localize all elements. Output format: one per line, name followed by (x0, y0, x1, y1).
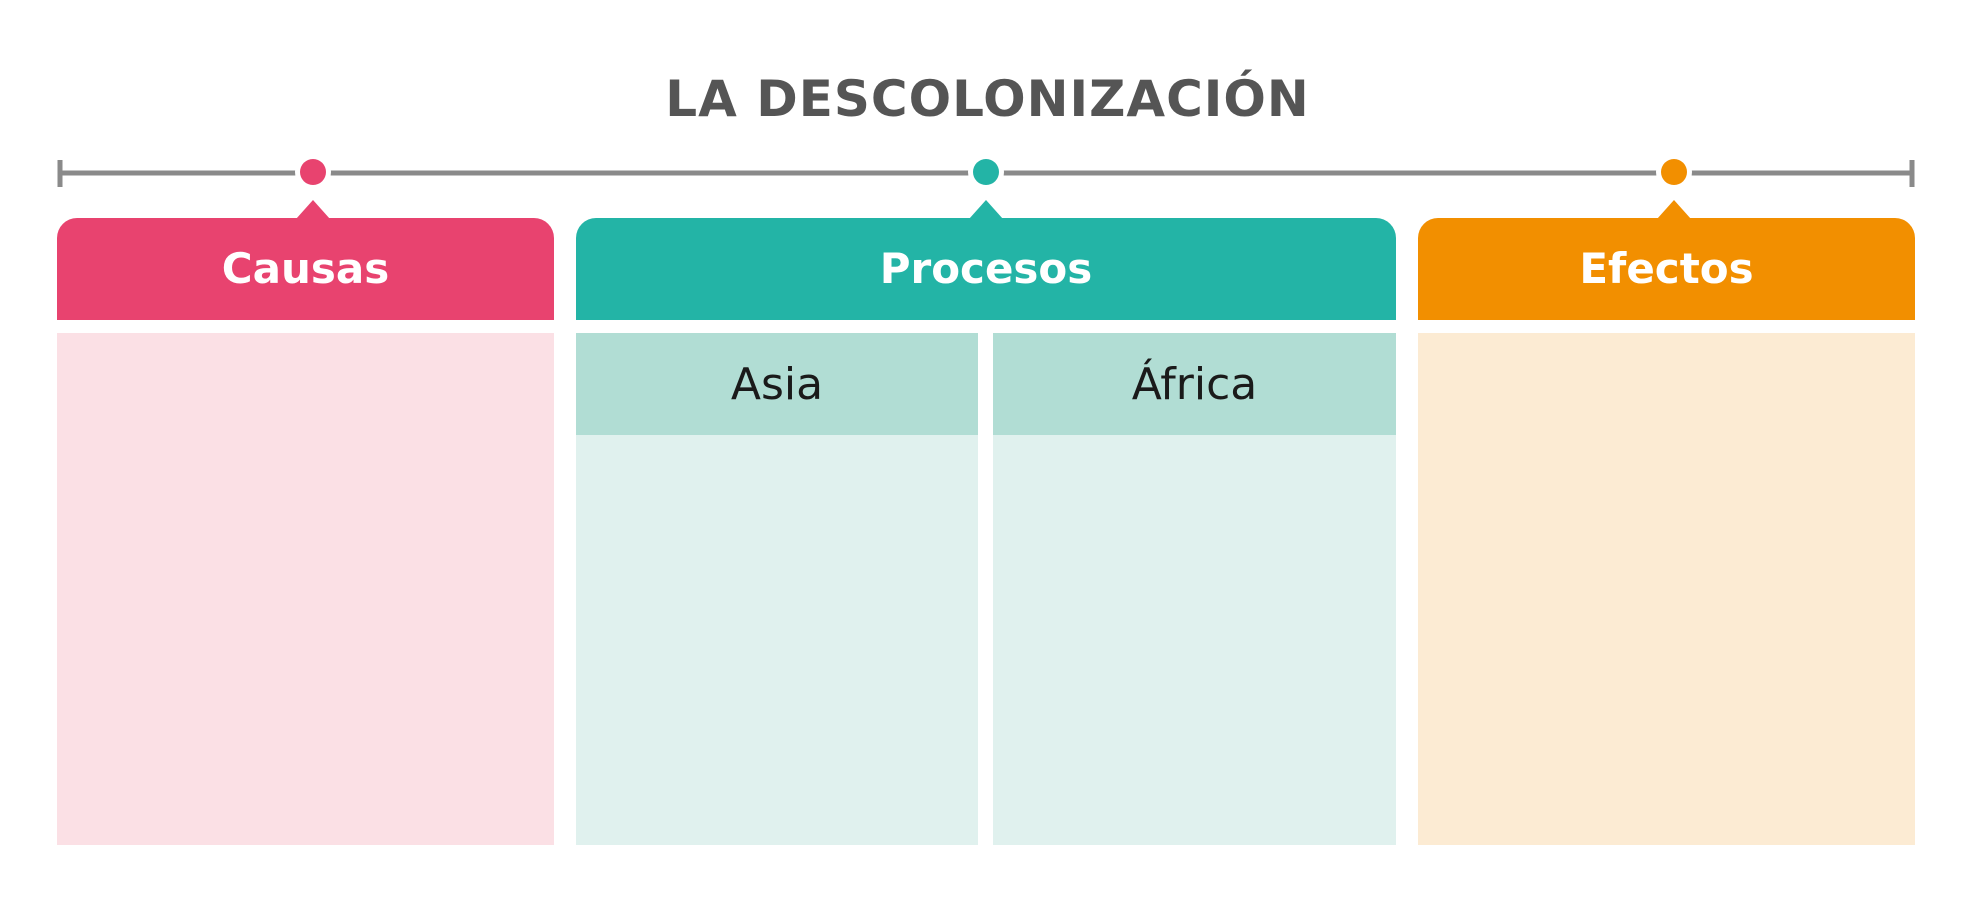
africa-subheader: África (993, 333, 1396, 435)
timeline-dot-causas (300, 159, 326, 185)
africa-label: África (1131, 358, 1258, 410)
procesos-header: Procesos (576, 218, 1396, 320)
header-pointer-causas (296, 200, 330, 219)
asia-subheader: Asia (576, 333, 978, 435)
asia-label: Asia (730, 358, 824, 410)
diagram-title: LA DESCOLONIZACIÓN (665, 70, 1310, 128)
header-pointer-efectos (1657, 200, 1691, 219)
causas-header: Causas (57, 218, 554, 320)
timeline-dot-efectos (1661, 159, 1687, 185)
header-pointer-procesos (969, 200, 1003, 219)
timeline-dot-procesos (973, 159, 999, 185)
causas-label: Causas (221, 243, 390, 293)
efectos-header: Efectos (1418, 218, 1915, 320)
causas-content-area (57, 333, 554, 845)
efectos-label: Efectos (1579, 243, 1754, 293)
efectos-content-area (1418, 333, 1915, 845)
procesos-label: Procesos (879, 243, 1093, 293)
